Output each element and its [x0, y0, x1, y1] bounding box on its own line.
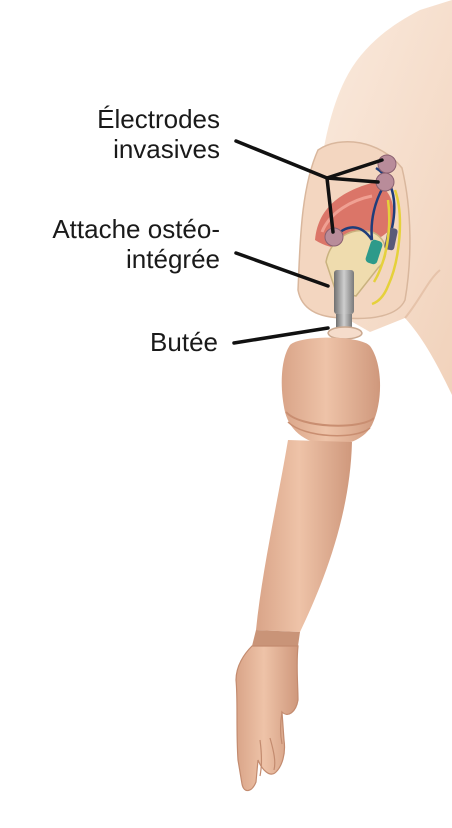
- leader-electrodes: [236, 141, 327, 178]
- osseointegrated-implant: [334, 270, 354, 314]
- label-attache-line1: Attache ostéo-: [52, 214, 220, 244]
- label-electrodes-invasives: Électrodes invasives: [97, 104, 220, 164]
- label-electrodes-line2: invasives: [97, 134, 220, 164]
- abutment-ring: [328, 327, 362, 339]
- electrode-1: [378, 155, 396, 173]
- prosthesis-forearm: [256, 440, 352, 632]
- label-butee-line1: Butée: [150, 327, 218, 357]
- prosthesis-elbow: [282, 338, 380, 445]
- forearm-wrist-band: [252, 630, 300, 646]
- label-butee: Butée: [150, 327, 218, 357]
- label-electrodes-line1: Électrodes: [97, 104, 220, 134]
- label-attache-line2: intégrée: [52, 244, 220, 274]
- prosthesis-hand: [236, 646, 298, 791]
- label-attache-osteo-integree: Attache ostéo- intégrée: [52, 214, 220, 274]
